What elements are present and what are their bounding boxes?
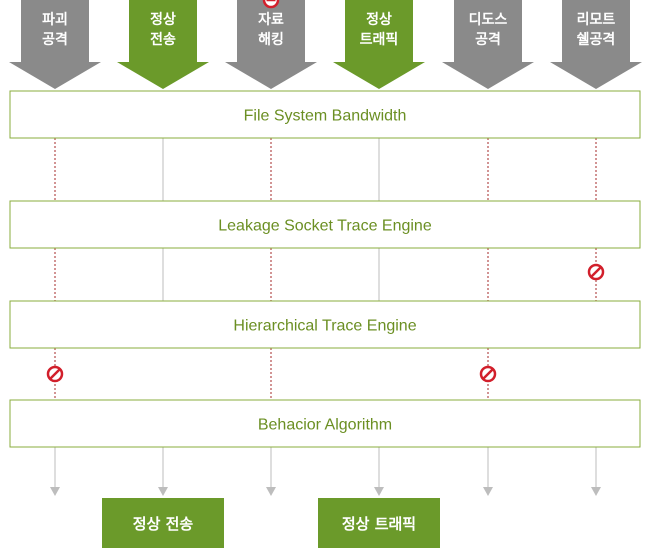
no-entry-ring <box>262 0 280 9</box>
output-arrowhead <box>374 487 384 496</box>
layer-label: Behacior Algorithm <box>258 417 392 434</box>
input-label-line: 해킹 <box>258 31 284 48</box>
arrow-shape <box>9 0 101 89</box>
output-boxes: 정상 전송 정상 트래픽 <box>102 498 440 548</box>
layer-box <box>9 90 641 139</box>
input-label-line: 정상 <box>366 11 392 28</box>
arrow-shape <box>550 0 642 89</box>
output-arrowhead <box>158 487 168 496</box>
layer-3: Hierarchical Trace Engine <box>9 300 641 349</box>
input-label-line: 디도스 <box>469 12 508 28</box>
no-entry-slash <box>49 368 61 380</box>
no-entry-slash <box>482 368 494 380</box>
layer-box <box>9 200 641 249</box>
arrow-shape <box>442 0 534 89</box>
flow-lines <box>50 138 601 496</box>
output-arrowhead <box>266 487 276 496</box>
no-entry-icon <box>46 365 64 383</box>
layer-label: Leakage Socket Trace Engine <box>218 218 432 235</box>
no-entry-icon <box>587 263 605 281</box>
layer-label: File System Bandwidth <box>244 108 407 125</box>
input-label-line: 공격 <box>475 31 501 48</box>
output-box-1: 정상 전송 <box>102 498 224 548</box>
arrow-shape <box>225 0 317 89</box>
output-box <box>318 498 440 548</box>
output-label: 정상 전송 <box>133 515 194 533</box>
input-label-line: 정상 <box>150 11 176 28</box>
layer-label: Hierarchical Trace Engine <box>233 318 416 335</box>
input-label-line: 트래픽 <box>360 31 399 48</box>
output-arrowhead <box>483 487 493 496</box>
layer-1: File System Bandwidth <box>9 90 641 139</box>
input-label-line: 리모트 <box>577 12 616 28</box>
output-box <box>102 498 224 548</box>
layer-box <box>9 399 641 448</box>
output-label: 정상 트래픽 <box>342 515 416 533</box>
input-label-line: 쉘공격 <box>577 31 616 48</box>
no-entry-slash <box>590 266 602 278</box>
input-label-line: 공격 <box>42 31 68 48</box>
no-entry-icon <box>262 0 280 9</box>
input-label-line: 파괴 <box>42 12 68 28</box>
layer-box <box>9 300 641 349</box>
block-icons <box>46 0 605 383</box>
no-entry-icon <box>479 365 497 383</box>
output-arrowhead <box>50 487 60 496</box>
output-box-2: 정상 트래픽 <box>318 498 440 548</box>
layer-2: Leakage Socket Trace Engine <box>9 200 641 249</box>
arrow-shape <box>333 0 425 89</box>
input-label-line: 전송 <box>150 31 176 48</box>
input-label-line: 자료 <box>258 12 284 28</box>
output-arrowhead <box>591 487 601 496</box>
layer-4: Behacior Algorithm <box>9 399 641 448</box>
arrow-shape <box>117 0 209 89</box>
